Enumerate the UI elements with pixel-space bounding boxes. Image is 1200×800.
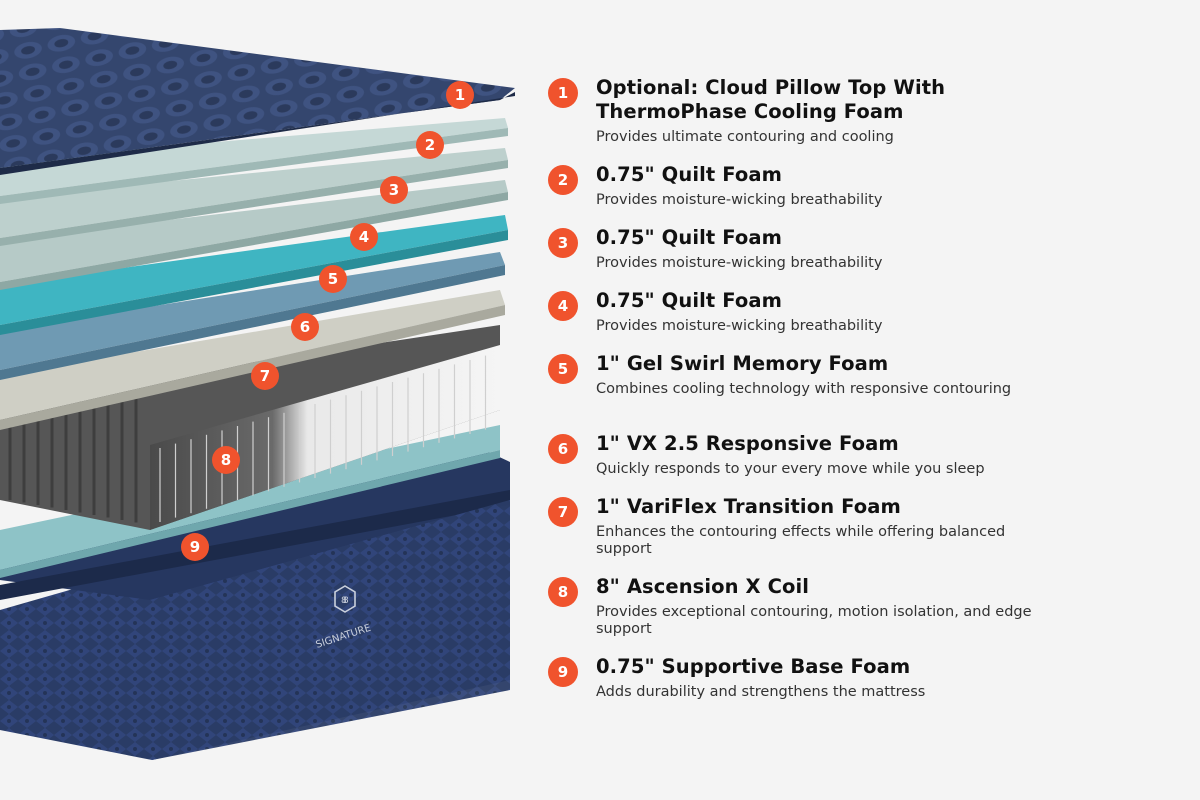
layer-3-shape: [0, 148, 508, 238]
layer-5-shape: [0, 215, 508, 325]
svg-text:9: 9: [190, 538, 200, 556]
number-badge: 9: [548, 657, 578, 687]
badge-6-marker: 6: [291, 313, 319, 341]
layer-4-shape: [0, 180, 508, 282]
svg-text:6: 6: [300, 318, 310, 336]
svg-text:1: 1: [455, 86, 465, 104]
layer-description: Provides moisture-wicking breathability: [596, 318, 883, 334]
badge-8-marker: 8: [212, 446, 240, 474]
badge-4-marker: 4: [350, 223, 378, 251]
number-badge: 4: [548, 291, 578, 321]
legend-item-5: 5 1" Gel Swirl Memory Foam Combines cool…: [548, 352, 1048, 420]
layer-1-pillow-top: [0, 28, 515, 175]
svg-text:7: 7: [260, 367, 270, 385]
layer-legend: 1 Optional: Cloud Pillow Top With Thermo…: [548, 76, 1048, 706]
svg-text:2: 2: [425, 136, 435, 154]
svg-text:3: 3: [389, 181, 399, 199]
layer-title: 1" VX 2.5 Responsive Foam: [596, 432, 899, 455]
layer-title: 0.75" Supportive Base Foam: [596, 655, 911, 678]
layer-8-coils: [0, 325, 500, 530]
number-badge: 3: [548, 228, 578, 258]
svg-text:4: 4: [359, 228, 369, 246]
legend-item-3: 3 0.75" Quilt Foam Provides moisture-wic…: [548, 226, 1048, 277]
layer-description: Adds durability and strengthens the matt…: [596, 684, 926, 700]
layer-description: Quickly responds to your every move whil…: [596, 461, 985, 477]
layer-description: Provides exceptional contouring, motion …: [596, 604, 1032, 637]
layer-title: 0.75" Quilt Foam: [596, 226, 783, 249]
layer-title: 1" VariFlex Transition Foam: [596, 495, 901, 518]
badge-3-marker: 3: [380, 176, 408, 204]
layer-description: Combines cooling technology with respons…: [596, 381, 1012, 397]
layer-7-shape: [0, 290, 505, 420]
svg-text:8: 8: [343, 596, 349, 606]
mattress-layers-illustration: 8 8 SIGNATURE 1 2 3 4 5 6 7 8 9: [0, 28, 515, 760]
layer-title: 8" Ascension X Coil: [596, 575, 810, 598]
number-badge: 5: [548, 354, 578, 384]
layer-description: Provides moisture-wicking breathability: [596, 255, 883, 271]
legend-item-1: 1 Optional: Cloud Pillow Top With Thermo…: [548, 76, 1048, 151]
legend-item-9: 9 0.75" Supportive Base Foam Adds durabi…: [548, 655, 1048, 706]
svg-text:8: 8: [341, 596, 347, 606]
badge-7-marker: 7: [251, 362, 279, 390]
legend-item-6: 6 1" VX 2.5 Responsive Foam Quickly resp…: [548, 432, 1048, 483]
mattress-base: [0, 448, 510, 760]
badge-5-marker: 5: [319, 265, 347, 293]
layer-title: 0.75" Quilt Foam: [596, 289, 783, 312]
number-badge: 8: [548, 577, 578, 607]
layer-description: Provides ultimate contouring and cooling: [596, 129, 894, 145]
layer-title: 1" Gel Swirl Memory Foam: [596, 352, 889, 375]
legend-item-2: 2 0.75" Quilt Foam Provides moisture-wic…: [548, 163, 1048, 214]
layer-9-shape: [0, 425, 500, 570]
badge-2-marker: 2: [416, 131, 444, 159]
badge-1-marker: 1: [446, 81, 474, 109]
layer-description: Enhances the contouring effects while of…: [596, 524, 1006, 557]
svg-text:5: 5: [328, 270, 338, 288]
layer-title: Optional: Cloud Pillow Top With ThermoPh…: [596, 76, 946, 123]
number-badge: 1: [548, 78, 578, 108]
badge-9-marker: 9: [181, 533, 209, 561]
legend-item-8: 8 8" Ascension X Coil Provides exception…: [548, 575, 1048, 643]
legend-item-4: 4 0.75" Quilt Foam Provides moisture-wic…: [548, 289, 1048, 340]
layer-description: Provides moisture-wicking breathability: [596, 192, 883, 208]
layer-2-shape: [0, 118, 508, 196]
svg-text:8: 8: [221, 451, 231, 469]
number-badge: 6: [548, 434, 578, 464]
legend-item-7: 7 1" VariFlex Transition Foam Enhances t…: [548, 495, 1048, 563]
number-badge: 7: [548, 497, 578, 527]
number-badge: 2: [548, 165, 578, 195]
layer-title: 0.75" Quilt Foam: [596, 163, 783, 186]
layer-6-shape: [0, 252, 505, 370]
